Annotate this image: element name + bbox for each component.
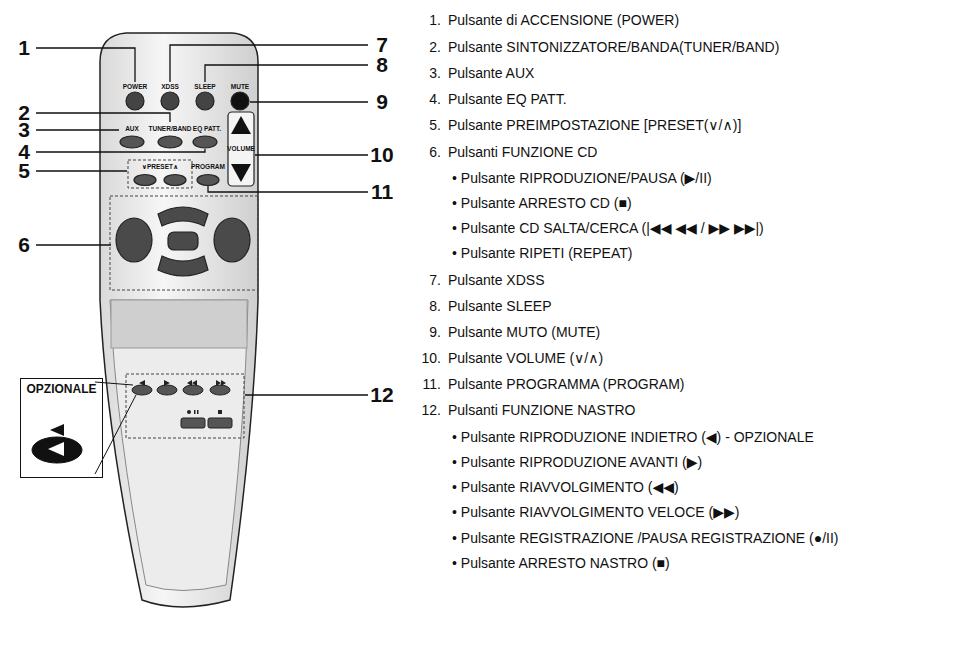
list-item: Pulsante SLEEP xyxy=(448,298,552,315)
list-subitem: • Pulsante REGISTRAZIONE /PAUSA REGISTRA… xyxy=(452,530,839,547)
list-item: Pulsante VOLUME (∨/∧) xyxy=(448,350,603,367)
list-number: 2. xyxy=(429,39,441,56)
tape-buttons xyxy=(132,385,232,428)
button-label: VOLUME xyxy=(227,145,255,153)
list-item: Pulsante EQ PATT. xyxy=(448,91,567,108)
list-subitem: • Pulsante RIPRODUZIONE INDIETRO (◀) - O… xyxy=(452,429,814,446)
list-number: 5. xyxy=(429,117,441,134)
row2-buttons xyxy=(120,136,217,148)
callout-number: 9 xyxy=(376,89,388,114)
callout-number: 1 xyxy=(18,35,30,60)
list-item: Pulsante MUTO (MUTE) xyxy=(448,324,600,341)
button-label: XDSS xyxy=(161,83,179,91)
list-number: 8. xyxy=(429,298,441,315)
inset-box: OPZIONALE xyxy=(20,378,103,478)
list-number: 9. xyxy=(429,324,441,341)
cd-frame xyxy=(110,196,258,290)
callout-number: 10 xyxy=(370,142,393,167)
callout-number: 6 xyxy=(18,232,30,257)
volume-rocker xyxy=(228,112,254,186)
list-subitem: • Pulsante ARRESTO NASTRO (■) xyxy=(452,555,670,572)
list-number: 3. xyxy=(429,65,441,82)
button-label: TUNER/BAND xyxy=(149,125,192,133)
tape-symbols xyxy=(139,380,226,414)
list-subitem: • Pulsante RIPRODUZIONE/PAUSA (▶/II) xyxy=(452,170,712,187)
list-number: 1. xyxy=(429,12,441,29)
list-subitem: • Pulsante CD SALTA/CERCA (|◀◀ ◀◀ / ▶▶ ▶… xyxy=(452,220,764,237)
list-item: Pulsante PROGRAMMA (PROGRAM) xyxy=(448,376,685,393)
button-label: SLEEP xyxy=(194,83,215,91)
list-number: 12. xyxy=(422,402,441,419)
list-number: 7. xyxy=(429,272,441,289)
list-number: 4. xyxy=(429,91,441,108)
list-subitem: • Pulsante RIAVVOLGIMENTO VELOCE (▶▶) xyxy=(452,504,739,521)
row3-buttons xyxy=(134,175,219,186)
callout-number: 12 xyxy=(370,382,393,407)
button-label: POWER xyxy=(123,83,148,91)
callout-number: 3 xyxy=(18,117,30,142)
optional-button xyxy=(32,424,82,463)
list-subitem: • Pulsante RIPRODUZIONE AVANTI (▶) xyxy=(452,454,702,471)
list-item: Pulsante SINTONIZZATORE/BANDA(TUNER/BAND… xyxy=(448,39,779,56)
list-subitem: • Pulsante ARRESTO CD (■) xyxy=(452,195,632,212)
list-item: Pulsante PREIMPOSTAZIONE [PRESET(∨/∧)] xyxy=(448,117,741,134)
list-subitem: • Pulsante RIAVVOLGIMENTO (◀◀) xyxy=(452,479,679,496)
list-item: Pulsanti FUNZIONE CD xyxy=(448,144,597,161)
list-item: Pulsante XDSS xyxy=(448,272,545,289)
lid-band xyxy=(111,300,247,348)
row1-buttons xyxy=(126,92,249,110)
button-label: MUTE xyxy=(231,83,249,91)
button-label: EQ PATT. xyxy=(193,125,221,133)
cd-buttons xyxy=(116,207,250,276)
inset-title: OPZIONALE xyxy=(21,379,102,396)
list-item: Pulsante AUX xyxy=(448,65,534,82)
inset-leaders xyxy=(95,382,136,474)
list-item: Pulsanti FUNZIONE NASTRO xyxy=(448,402,635,419)
list-number: 10. xyxy=(422,350,441,367)
preset-frame xyxy=(128,160,192,188)
button-label: ∨PRESET∧ xyxy=(142,163,179,171)
list-item: Pulsante di ACCENSIONE (POWER) xyxy=(448,12,679,29)
leader-lines xyxy=(36,45,368,395)
callout-number: 8 xyxy=(376,52,388,77)
button-label: PROGRAM xyxy=(191,163,225,171)
list-subitem: • Pulsante RIPETI (REPEAT) xyxy=(452,245,632,262)
button-label: AUX xyxy=(125,125,139,133)
tape-lid xyxy=(110,300,248,591)
callout-number: 11 xyxy=(371,179,393,204)
tape-frame xyxy=(126,374,244,438)
list-number: 6. xyxy=(429,144,441,161)
callout-number: 5 xyxy=(18,158,30,183)
remote-body xyxy=(100,33,258,607)
list-number: 11. xyxy=(423,376,441,393)
